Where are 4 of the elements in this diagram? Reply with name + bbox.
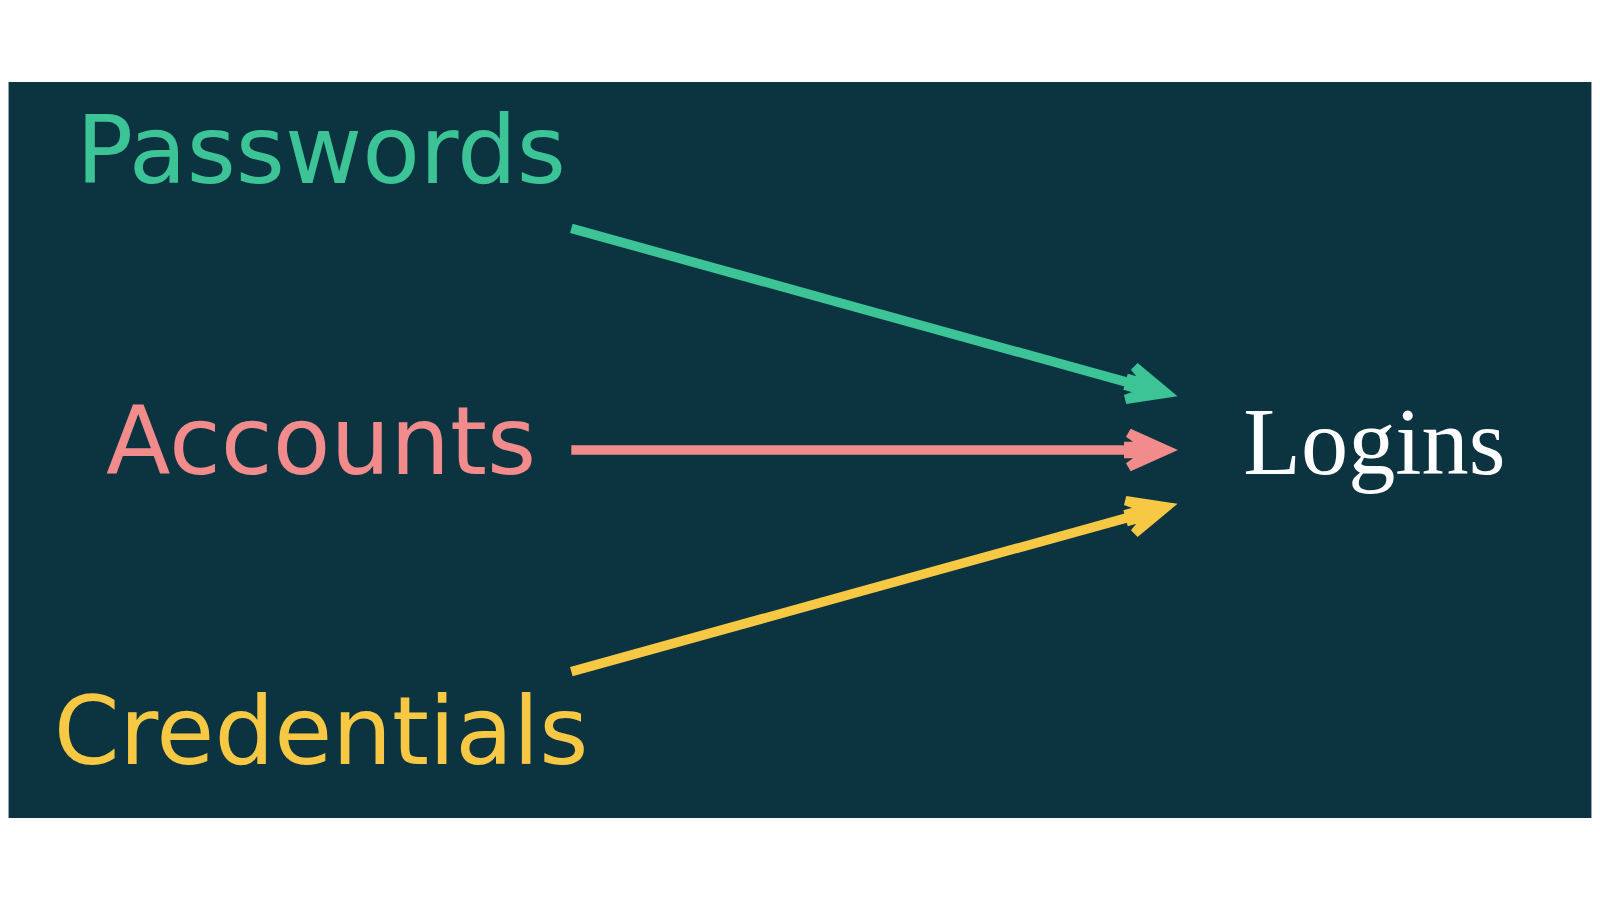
node-text: Credentials — [53, 675, 589, 786]
node-text: Logins — [1243, 389, 1506, 494]
node-text: Passwords — [76, 95, 567, 206]
node-text: Accounts — [106, 385, 537, 496]
